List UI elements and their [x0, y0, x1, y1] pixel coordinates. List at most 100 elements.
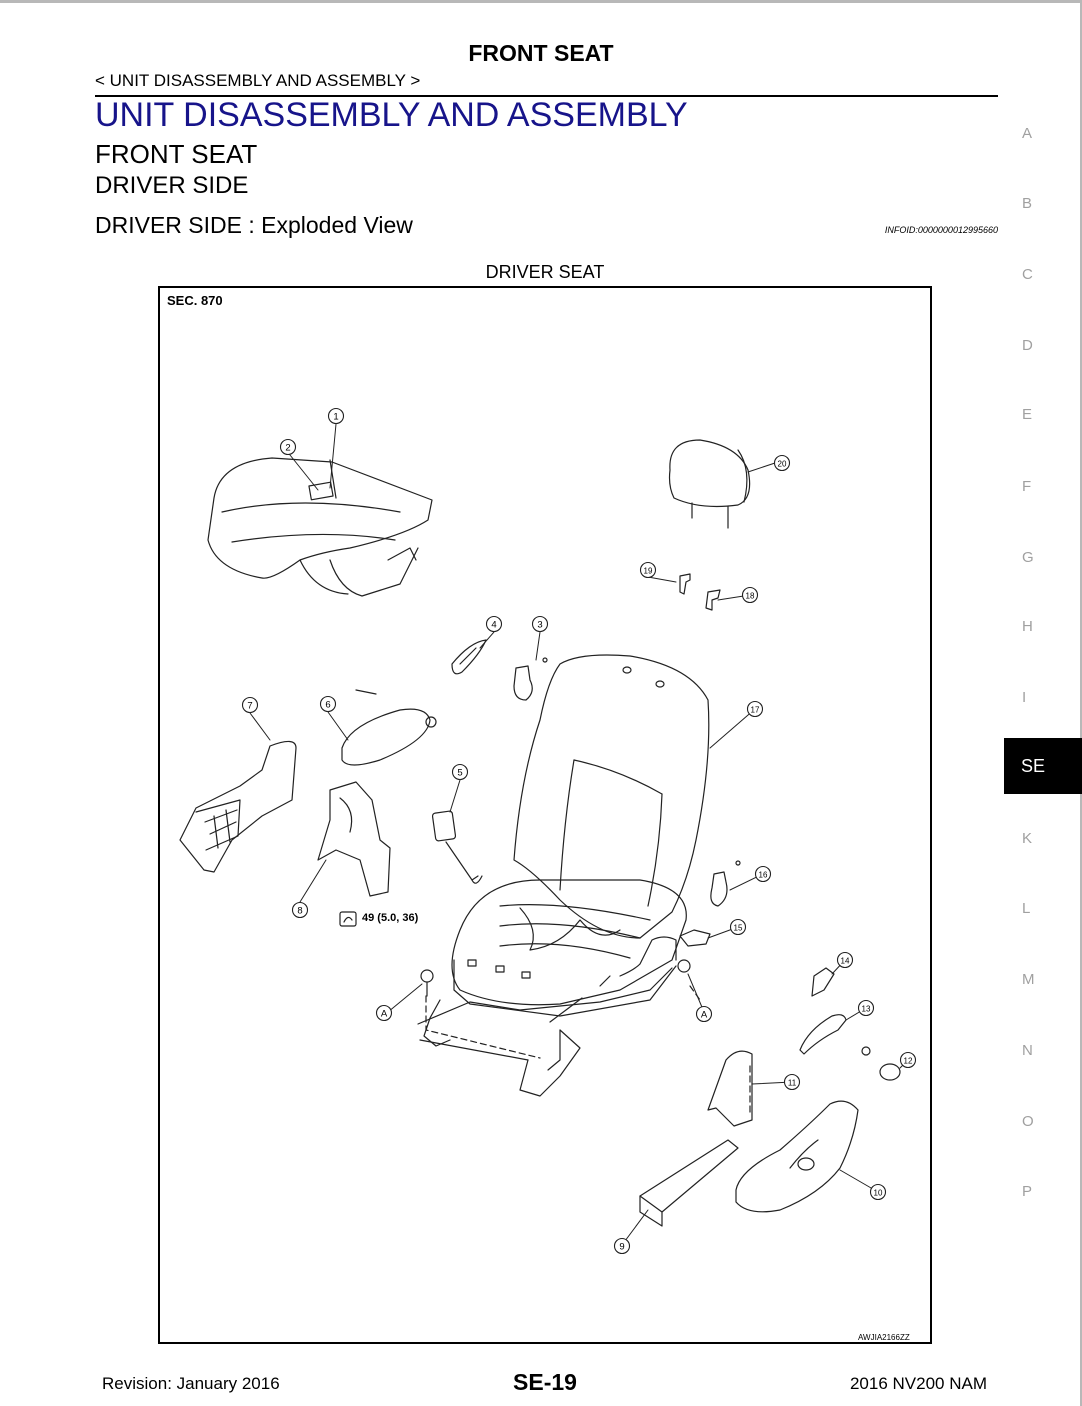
callout-circle-c2 — [279, 438, 297, 456]
header-title: FRONT SEAT — [468, 40, 614, 66]
callout-circle-c14 — [836, 951, 854, 969]
callout-label-c1: 1 — [333, 412, 338, 423]
callout-label-c11: 11 — [788, 1079, 797, 1088]
part-8 — [317, 781, 391, 897]
section-label: SEC. 870 — [167, 293, 223, 308]
tab-m[interactable]: M — [1022, 971, 1035, 988]
callout-label-c19: 19 — [644, 567, 653, 576]
torque-spec: 49 (5.0, 36) — [362, 912, 419, 924]
callout-label-c5: 5 — [457, 768, 462, 779]
top-border — [0, 0, 1082, 3]
callout-circle-c8 — [291, 901, 309, 919]
tab-o[interactable]: O — [1022, 1113, 1034, 1130]
part-13 — [799, 1014, 847, 1055]
part-12 — [879, 1063, 901, 1081]
callout-circle-c4 — [485, 615, 503, 633]
tab-g[interactable]: G — [1022, 549, 1034, 566]
callout-circle-cA1 — [375, 1004, 393, 1022]
part-14 — [811, 967, 835, 997]
callout-label-c4: 4 — [491, 620, 496, 631]
subtitle-driver-side: DRIVER SIDE — [95, 172, 249, 199]
tab-k[interactable]: K — [1022, 830, 1033, 847]
callout-label-c15: 15 — [734, 924, 743, 933]
callout-label-c2: 2 — [285, 443, 290, 454]
callout-circle-c12 — [899, 1051, 917, 1069]
leader-lines — [249, 423, 909, 1246]
callout-label-c20: 20 — [778, 460, 787, 469]
callout-circle-c5 — [451, 763, 469, 781]
part-5 — [431, 810, 483, 884]
figure-code: AWJIA2166ZZ — [858, 1333, 910, 1342]
tab-h[interactable]: H — [1022, 618, 1033, 635]
seat-cushion-pad — [207, 457, 433, 597]
footer-revision: Revision: January 2016 — [102, 1374, 280, 1393]
callout-circle-c7 — [241, 696, 259, 714]
tab-a[interactable]: A — [1022, 125, 1033, 142]
callout-label-c6: 6 — [325, 700, 330, 711]
callout-circle-c18 — [741, 586, 759, 604]
callout-label-c9: 9 — [619, 1242, 624, 1253]
callout-label-c12: 12 — [904, 1057, 913, 1066]
callout-label-c13: 13 — [862, 1005, 871, 1014]
footer-page-number: SE-19 — [513, 1369, 577, 1395]
callout-circle-c13 — [857, 999, 875, 1017]
headrest — [668, 439, 751, 529]
callout-circle-c16 — [754, 865, 772, 883]
callout-label-c17: 17 — [751, 706, 760, 715]
callout-label-c7: 7 — [247, 701, 252, 712]
callout-label-c16: 16 — [759, 871, 768, 880]
info-id: INFOID:0000000012995660 — [884, 225, 998, 235]
right-border — [1080, 0, 1082, 1406]
tab-se-active[interactable]: SE — [1004, 738, 1082, 794]
tab-n[interactable]: N — [1022, 1042, 1033, 1059]
callout-circle-c19 — [639, 561, 657, 579]
callout-circle-c9 — [613, 1237, 631, 1255]
callout-circle-c11 — [783, 1073, 801, 1091]
callout-circle-cA2 — [695, 1005, 713, 1023]
tab-c[interactable]: C — [1022, 266, 1033, 283]
headrest-guides — [679, 573, 721, 611]
callout-circle-c1 — [327, 407, 345, 425]
breadcrumb: < UNIT DISASSEMBLY AND ASSEMBLY > — [95, 71, 421, 90]
seatback — [513, 654, 710, 939]
seat-frame — [417, 879, 687, 1097]
tab-p[interactable]: P — [1022, 1183, 1033, 1200]
callout-circle-c6 — [319, 695, 337, 713]
subtitle-exploded-view: DRIVER SIDE : Exploded View — [95, 212, 413, 238]
callout-label-c8: 8 — [297, 906, 302, 917]
tab-l[interactable]: L — [1022, 900, 1031, 917]
header-rule — [95, 95, 998, 97]
callout-circle-c15 — [729, 918, 747, 936]
part-4 — [451, 639, 487, 675]
callout-label-c3: 3 — [537, 620, 542, 631]
part-11 — [707, 1050, 753, 1127]
tab-e[interactable]: E — [1022, 406, 1033, 423]
callout-circle-c10 — [869, 1183, 887, 1201]
part-6 — [341, 689, 437, 766]
tab-b[interactable]: B — [1022, 195, 1033, 212]
figure-title: DRIVER SEAT — [485, 262, 605, 282]
callout-label-c14: 14 — [841, 957, 850, 966]
part-3 — [513, 665, 533, 701]
callout-label-cA1: A — [381, 1009, 388, 1020]
section-title: UNIT DISASSEMBLY AND ASSEMBLY — [95, 96, 688, 134]
callout-label-cA2: A — [701, 1010, 708, 1021]
part-10 — [735, 1100, 859, 1213]
callout-circle-c20 — [773, 454, 791, 472]
tab-d[interactable]: D — [1022, 337, 1033, 354]
callout-label-c18: 18 — [746, 592, 755, 601]
callout-circle-c3 — [531, 615, 549, 633]
figure-frame — [158, 286, 932, 1344]
part-16 — [710, 871, 728, 907]
callout-label-c10: 10 — [874, 1189, 883, 1198]
subtitle-front-seat: FRONT SEAT — [95, 139, 258, 169]
part-15 — [679, 929, 711, 947]
bolts — [420, 657, 871, 1056]
callout-circle-c17 — [746, 700, 764, 718]
tab-f[interactable]: F — [1022, 478, 1032, 495]
torque-symbol — [339, 911, 357, 927]
tab-i[interactable]: I — [1022, 689, 1027, 706]
part-9 — [639, 1139, 739, 1227]
footer-model: 2016 NV200 NAM — [849, 1374, 987, 1393]
